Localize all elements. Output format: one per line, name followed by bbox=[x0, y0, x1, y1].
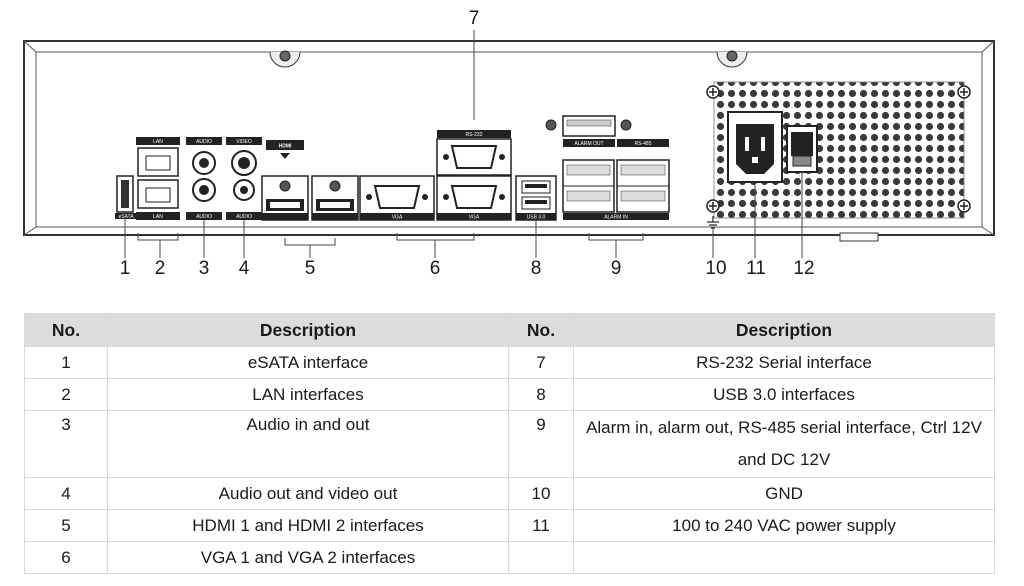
table-row: 2 LAN interfaces 8 USB 3.0 interfaces bbox=[24, 378, 995, 411]
cell-no: 7 bbox=[508, 346, 574, 379]
cell-no: 11 bbox=[508, 509, 574, 542]
screw-icon bbox=[706, 85, 720, 99]
audio-label-bottom: AUDIO bbox=[196, 214, 212, 220]
vga2-label: VGA bbox=[469, 215, 480, 221]
audio-ports: AUDIO AUDIO bbox=[186, 137, 222, 220]
cell-description: RS-232 Serial interface bbox=[573, 346, 995, 379]
callout-5: 5 bbox=[305, 258, 316, 279]
screw-icon bbox=[279, 50, 291, 62]
cell-no: 4 bbox=[24, 477, 108, 510]
cell-description: HDMI 1 and HDMI 2 interfaces bbox=[107, 509, 509, 542]
callout-8: 8 bbox=[531, 258, 542, 279]
screw-icon bbox=[726, 50, 738, 62]
cell-no: 1 bbox=[24, 346, 108, 379]
cell-description: USB 3.0 interfaces bbox=[573, 378, 995, 411]
cell-description: LAN interfaces bbox=[107, 378, 509, 411]
lan-ports: LAN LAN bbox=[136, 137, 180, 220]
screw-icon bbox=[957, 85, 971, 99]
table-row: 3 Audio in and out 9 Alarm in, alarm out… bbox=[24, 410, 995, 478]
cell-description: VGA 1 and VGA 2 interfaces bbox=[107, 541, 509, 574]
video-audio-out-ports: VIDEO AUDIO bbox=[226, 137, 262, 220]
callout-7: 7 bbox=[469, 8, 480, 29]
alarm-out-label: ALARM OUT bbox=[574, 141, 603, 147]
cell-description: Alarm in, alarm out, RS-485 serial inter… bbox=[573, 410, 995, 478]
rear-panel-diagram: eSATA LAN LAN AUDIO AUDIO VIDEO AUDIO bbox=[23, 8, 995, 279]
hdmi-logo: HDMI bbox=[279, 144, 292, 150]
table-row: 5 HDMI 1 and HDMI 2 interfaces 11 100 to… bbox=[24, 509, 995, 542]
header-description-right: Description bbox=[573, 313, 995, 347]
cell-description: 100 to 240 VAC power supply bbox=[573, 509, 995, 542]
rs485-label: RS-485 bbox=[635, 141, 652, 147]
cell-no: 8 bbox=[508, 378, 574, 411]
screw-icon bbox=[706, 199, 720, 213]
usb-ports: USB 3.0 bbox=[515, 175, 557, 221]
callout-1: 1 bbox=[120, 258, 131, 279]
vga1-label: VGA bbox=[392, 215, 403, 221]
callout-2: 2 bbox=[155, 258, 166, 279]
cell-no bbox=[508, 541, 574, 574]
callout-4: 4 bbox=[239, 258, 250, 279]
screw-icon bbox=[957, 199, 971, 213]
usb-label: USB 3.0 bbox=[527, 215, 546, 221]
cell-no: 3 bbox=[24, 410, 108, 478]
cell-description: eSATA interface bbox=[107, 346, 509, 379]
power-switch bbox=[786, 125, 818, 173]
callout-numbers: 1 2 3 4 5 6 7 8 9 10 11 12 bbox=[120, 8, 815, 279]
top-screws bbox=[269, 50, 748, 68]
header-no-left: No. bbox=[24, 313, 108, 347]
vga-ports: VGA VGA bbox=[359, 175, 512, 221]
rs232-port: RS-232 bbox=[436, 130, 512, 176]
leader-lines bbox=[124, 30, 803, 258]
audio-label-top: AUDIO bbox=[196, 139, 212, 145]
header-no-right: No. bbox=[508, 313, 574, 347]
cell-no: 10 bbox=[508, 477, 574, 510]
video-label: VIDEO bbox=[236, 139, 252, 145]
cell-no: 6 bbox=[24, 541, 108, 574]
lan-label-bottom: LAN bbox=[153, 214, 163, 220]
cell-description: Audio in and out bbox=[107, 410, 509, 478]
audio-out-label: AUDIO bbox=[236, 214, 252, 220]
interface-description-table: No. Description No. Description 1 eSATA … bbox=[24, 313, 995, 574]
cell-no: 5 bbox=[24, 509, 108, 542]
rs232-label: RS-232 bbox=[466, 132, 483, 138]
callout-11: 11 bbox=[746, 258, 766, 279]
callout-3: 3 bbox=[199, 258, 210, 279]
alarm-in-label: ALARM IN bbox=[604, 215, 628, 221]
callout-6: 6 bbox=[430, 258, 441, 279]
cell-description: Audio out and video out bbox=[107, 477, 509, 510]
cell-description bbox=[573, 541, 995, 574]
table-row: 4 Audio out and video out 10 GND bbox=[24, 477, 995, 510]
table-header-row: No. Description No. Description bbox=[24, 313, 995, 347]
esata-label: eSATA bbox=[118, 214, 134, 220]
table-row: 6 VGA 1 and VGA 2 interfaces bbox=[24, 541, 995, 574]
callout-9: 9 bbox=[611, 258, 622, 279]
cell-description: GND bbox=[573, 477, 995, 510]
hdmi-ports: HDMI bbox=[261, 140, 359, 221]
ac-power-socket bbox=[727, 111, 783, 183]
esata-port: eSATA bbox=[115, 175, 137, 220]
lan-label-top: LAN bbox=[153, 139, 163, 145]
alarm-terminals: ALARM OUT RS-485 ALARM IN bbox=[545, 115, 670, 221]
power-supply bbox=[706, 81, 971, 229]
arrow-down-icon bbox=[280, 153, 290, 159]
header-description-left: Description bbox=[107, 313, 509, 347]
cell-no: 2 bbox=[24, 378, 108, 411]
cell-no: 9 bbox=[508, 410, 574, 478]
callout-12: 12 bbox=[793, 258, 814, 279]
table-row: 1 eSATA interface 7 RS-232 Serial interf… bbox=[24, 346, 995, 379]
callout-10: 10 bbox=[705, 258, 726, 279]
